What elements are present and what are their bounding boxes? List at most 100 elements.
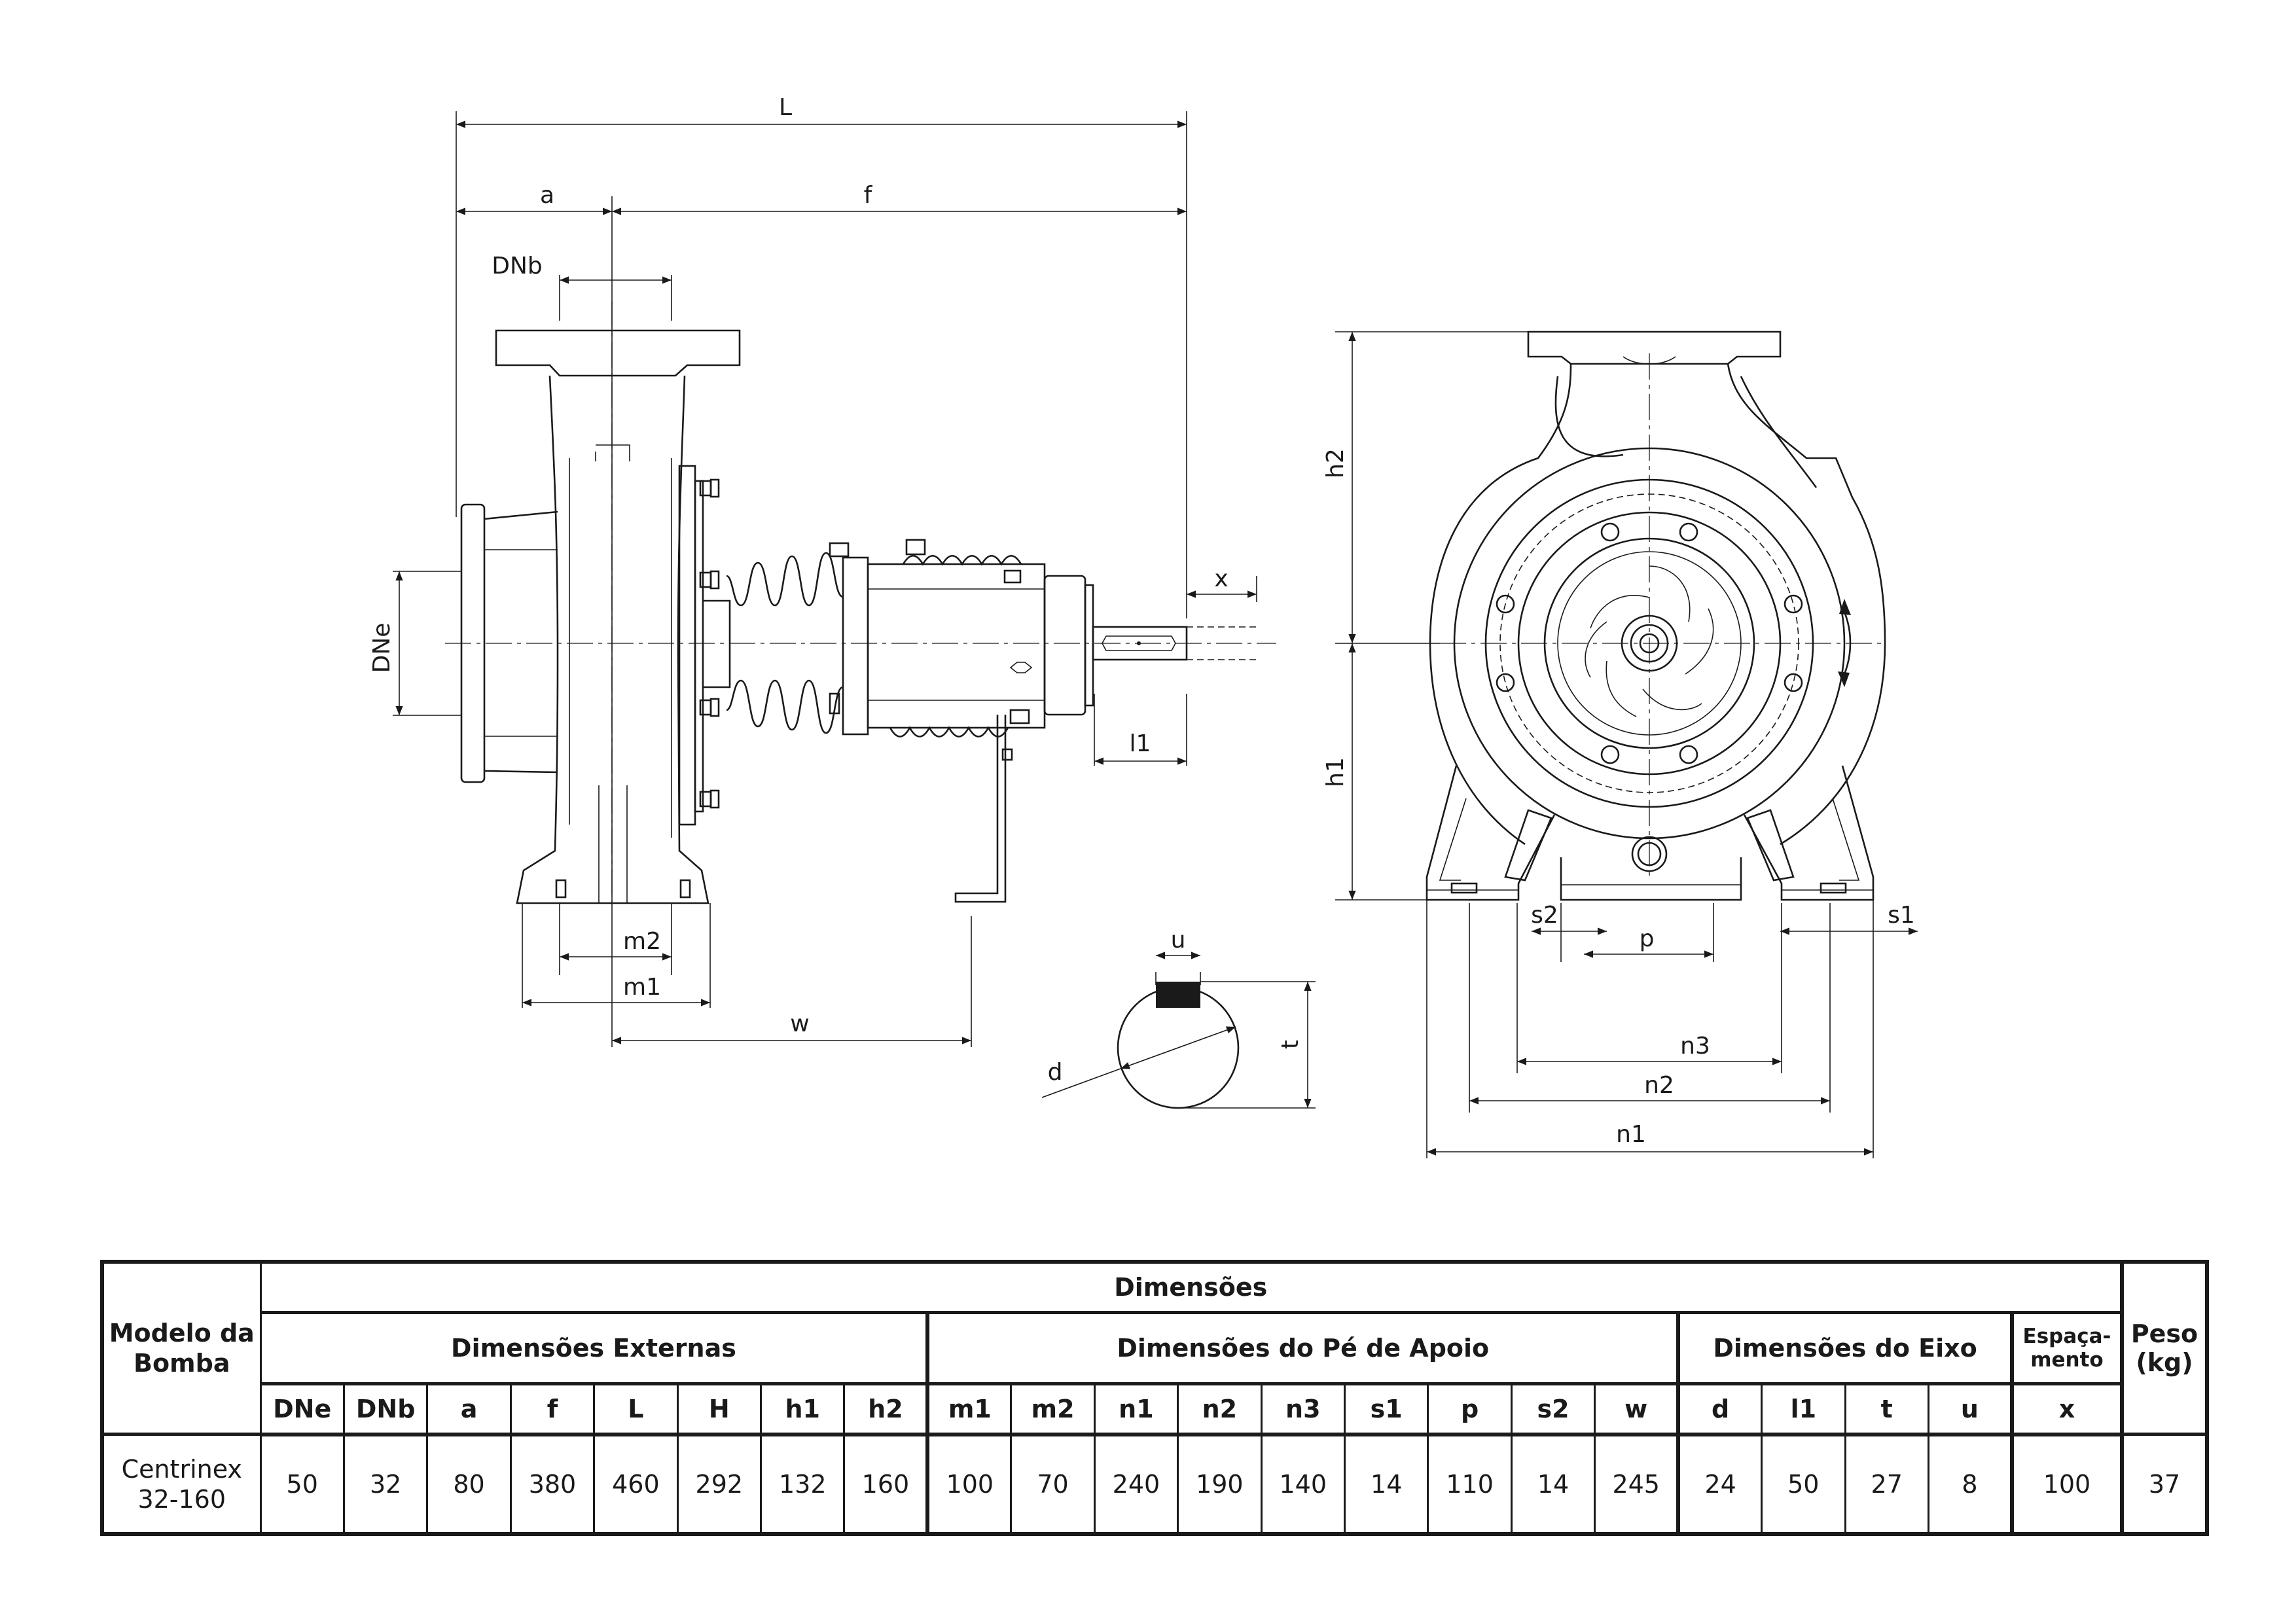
col-header: L [593, 1383, 679, 1436]
label-DNb: DNb [492, 253, 543, 279]
rotation-arrow-icon [1843, 611, 1852, 675]
front-foot-left [1426, 765, 1556, 901]
suction-flange [460, 503, 486, 783]
col-header: n1 [1093, 1383, 1179, 1436]
col-header: h1 [760, 1383, 846, 1436]
value-cell: 32 [342, 1433, 429, 1535]
label-L: L [779, 94, 792, 121]
label-h1: h1 [1322, 757, 1349, 787]
value-cell: 50 [1761, 1433, 1846, 1535]
label-l1: l1 [1130, 730, 1151, 757]
lower-bellows [726, 679, 844, 734]
col-header: DNe [259, 1383, 345, 1436]
value-cell: 70 [1010, 1433, 1096, 1535]
weight-cell: 37 [2120, 1433, 2209, 1535]
label-n2: n2 [1644, 1072, 1674, 1099]
col-header: a [426, 1383, 512, 1436]
label-n3: n3 [1680, 1033, 1710, 1060]
value-cell: 27 [1844, 1433, 1929, 1535]
label-h2: h2 [1322, 448, 1349, 478]
volute-casing [1429, 363, 1886, 846]
dim-d-line [1120, 1026, 1236, 1069]
value-cell: 292 [676, 1433, 762, 1535]
label-u: u [1171, 927, 1186, 954]
impeller-ring [1543, 537, 1755, 749]
front-discharge-flange [1527, 330, 1782, 365]
label-n1: n1 [1616, 1121, 1646, 1148]
value-cell: 240 [1093, 1433, 1179, 1535]
col-header: l1 [1761, 1383, 1846, 1436]
label-a: a [540, 182, 554, 209]
discharge-flange [495, 329, 741, 377]
value-cell: 80 [426, 1433, 512, 1535]
col-header: x [2009, 1383, 2123, 1436]
cover-bolt-holes [1496, 522, 1803, 764]
cover-bolts [699, 478, 720, 809]
front-view: h2 h1 n1 n2 n3 p s2 s1 [1322, 330, 1918, 1158]
dimensions-table: Modelo da Bomba Dimensões Peso (kg) Dime… [100, 1260, 2209, 1536]
volute-outer-ring [1453, 447, 1846, 840]
value-cell: 245 [1594, 1433, 1679, 1535]
col-header: d [1676, 1383, 1763, 1436]
bearing-end-cap [1043, 575, 1086, 716]
impeller [1585, 565, 1714, 717]
pump-dimension-drawing: L a f DNb DNe x l1 m2 m1 w [368, 94, 1918, 1158]
value-cell: 50 [259, 1433, 345, 1535]
col-header: m1 [925, 1383, 1013, 1436]
col-header: u [1927, 1383, 2013, 1436]
value-cell: 140 [1260, 1433, 1346, 1535]
shaft-key-detail: u d t [1041, 927, 1316, 1109]
bearing-body [842, 556, 869, 736]
col-header: s1 [1343, 1383, 1429, 1436]
group-spacing-header: Espaça-mento [2009, 1311, 2123, 1386]
group-shaft-header: Dimensões do Eixo [1676, 1311, 2013, 1386]
value-cell: 110 [1427, 1433, 1513, 1535]
casing-cover [678, 465, 696, 826]
col-header: s2 [1510, 1383, 1596, 1436]
front-foot-right [1743, 765, 1874, 901]
value-cell: 8 [1927, 1433, 2013, 1535]
col-header: w [1594, 1383, 1679, 1436]
col-header: t [1844, 1383, 1929, 1436]
col-header: h2 [843, 1383, 929, 1436]
volute-inner-ring [1484, 478, 1814, 808]
shaft-key [1156, 982, 1200, 1008]
side-view: L a f DNb DNe x l1 m2 m1 w [368, 94, 1276, 1047]
label-f: f [864, 182, 873, 209]
label-x: x [1214, 565, 1228, 592]
drain-plug [1631, 836, 1668, 872]
col-header: n3 [1260, 1383, 1346, 1436]
value-cell: 460 [593, 1433, 679, 1535]
label-p: p [1640, 925, 1655, 952]
col-header: n2 [1177, 1383, 1263, 1436]
support-bracket [954, 715, 1007, 903]
value-cell: 100 [2009, 1433, 2123, 1535]
weight-header: Peso (kg) [2120, 1260, 2209, 1436]
value-cell: 24 [1676, 1433, 1763, 1535]
value-cell: 160 [843, 1433, 929, 1535]
value-cell: 14 [1510, 1433, 1596, 1535]
col-header: m2 [1010, 1383, 1096, 1436]
col-header: f [509, 1383, 596, 1436]
base-plate [1560, 857, 1742, 901]
model-header: Modelo da Bomba [101, 1260, 262, 1436]
model-cell: Centrinex 32-160 [101, 1433, 262, 1535]
value-cell: 100 [925, 1433, 1013, 1535]
dimensions-header: Dimensões [259, 1260, 2123, 1314]
col-header: p [1427, 1383, 1513, 1436]
label-s2: s2 [1531, 902, 1558, 929]
label-m2: m2 [623, 928, 661, 955]
label-m1: m1 [623, 974, 661, 1001]
group-external-header: Dimensões Externas [259, 1311, 929, 1386]
label-w: w [790, 1010, 809, 1037]
pump-shaft [1092, 626, 1188, 661]
group-foot-header: Dimensões do Pé de Apoio [925, 1311, 1679, 1386]
table-row: Centrinex 32-160 50 32 80 380 460 292 13… [101, 1433, 2209, 1535]
value-cell: 380 [509, 1433, 596, 1535]
label-s1: s1 [1888, 902, 1915, 929]
label-t: t [1277, 1040, 1304, 1049]
value-cell: 132 [760, 1433, 846, 1535]
col-header: H [676, 1383, 762, 1436]
label-d: d [1048, 1059, 1063, 1086]
upper-bellows [726, 552, 844, 607]
